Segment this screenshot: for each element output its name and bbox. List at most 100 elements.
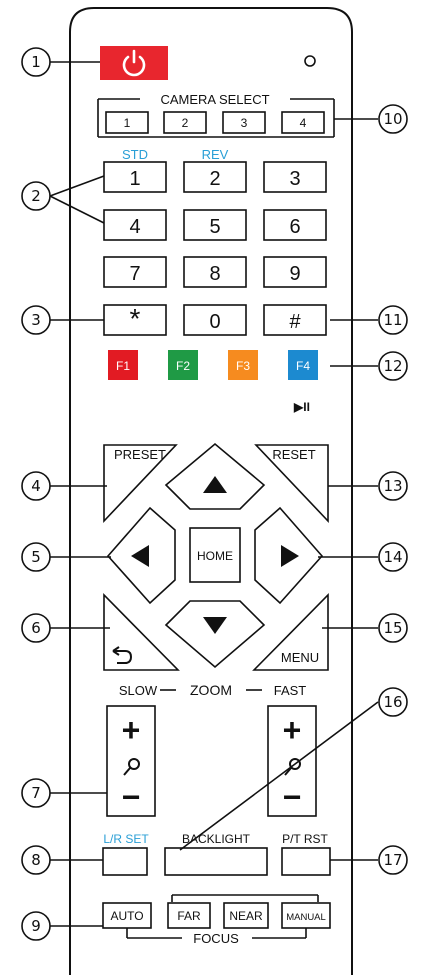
callout-leaders	[49, 61, 379, 927]
svg-text:RESET: RESET	[272, 447, 315, 462]
zoom-fast-rocker[interactable]: + −	[267, 705, 317, 817]
function-key-f3[interactable]: F3	[228, 350, 258, 380]
svg-text:0: 0	[209, 311, 220, 333]
down-button[interactable]	[164, 600, 266, 669]
number-key[interactable]: *	[103, 303, 167, 336]
svg-text:F4: F4	[296, 359, 310, 373]
backlight-label: BACKLIGHT	[182, 832, 251, 846]
power-button[interactable]	[100, 46, 168, 80]
svg-text:2: 2	[31, 187, 41, 205]
camera-select-4[interactable]: 4	[281, 111, 325, 134]
return-arrow-icon	[112, 646, 133, 664]
callout-10: 10	[378, 104, 408, 134]
callout-3: 3	[21, 305, 51, 335]
preset-button[interactable]: PRESET	[103, 444, 178, 524]
callout-1: 1	[21, 47, 51, 77]
camera-select-group: CAMERA SELECT	[97, 92, 335, 138]
number-key[interactable]: 4	[103, 209, 167, 241]
svg-text:F2: F2	[176, 359, 190, 373]
callout-2: 2	[21, 181, 51, 211]
pt-rst-label: P/T RST	[282, 832, 328, 846]
svg-text:5: 5	[209, 216, 220, 238]
svg-text:5: 5	[31, 548, 41, 566]
std-label: STD	[122, 147, 148, 162]
svg-text:4: 4	[31, 477, 41, 495]
svg-text:1: 1	[31, 53, 41, 71]
number-pad: 1 2 3 4 5 6 7 8 9 * 0 #	[103, 161, 327, 336]
rev-label: REV	[202, 147, 229, 162]
number-key[interactable]: #	[263, 304, 327, 336]
svg-text:17: 17	[383, 851, 402, 869]
zoom-slow-rocker[interactable]: + −	[106, 705, 156, 817]
reset-button[interactable]: RESET	[254, 444, 329, 524]
lr-set-label: L/R SET	[103, 832, 149, 846]
number-key[interactable]: 3	[263, 161, 327, 193]
focus-far-button[interactable]: FAR	[167, 902, 211, 929]
function-key-f4[interactable]: F4	[288, 350, 318, 380]
svg-text:PRESET: PRESET	[114, 447, 166, 462]
callout-14: 14	[378, 542, 408, 572]
svg-text:8: 8	[209, 263, 220, 285]
zoom-label: ZOOM	[190, 682, 232, 698]
number-key[interactable]: 6	[263, 209, 327, 241]
callout-12: 12	[378, 351, 408, 381]
svg-text:1: 1	[129, 168, 140, 190]
svg-text:7: 7	[31, 784, 41, 802]
backlight-button[interactable]	[164, 847, 268, 876]
svg-text:MANUAL: MANUAL	[286, 912, 326, 923]
svg-text:7: 7	[129, 263, 140, 285]
zoom-label-row: SLOW ZOOM FAST	[119, 682, 306, 698]
zoom-magnifier-icon-fast	[284, 758, 301, 776]
back-button[interactable]	[103, 593, 180, 671]
svg-text:F1: F1	[116, 359, 130, 373]
lr-set-button[interactable]	[102, 847, 148, 876]
function-key-f1[interactable]: F1	[108, 350, 138, 380]
svg-text:6: 6	[31, 619, 41, 637]
function-key-f2[interactable]: F2	[168, 350, 198, 380]
menu-button[interactable]: MENU	[252, 593, 329, 671]
number-key[interactable]: 5	[183, 209, 247, 241]
svg-text:14: 14	[383, 548, 402, 566]
zoom-plus-icon: +	[122, 712, 141, 748]
callout-6: 6	[21, 613, 51, 643]
camera-select-3[interactable]: 3	[222, 111, 266, 134]
focus-label: FOCUS	[193, 931, 239, 946]
svg-text:10: 10	[383, 110, 402, 128]
number-key[interactable]: 7	[103, 256, 167, 288]
focus-auto-button[interactable]: AUTO	[102, 902, 152, 929]
callout-17: 17	[378, 845, 408, 875]
number-key[interactable]: 0	[183, 304, 247, 336]
number-key[interactable]: 1	[103, 161, 167, 193]
svg-text:15: 15	[383, 619, 402, 637]
number-key[interactable]: 8	[183, 256, 247, 288]
zoom-slow-label: SLOW	[119, 683, 158, 698]
svg-text:4: 4	[129, 216, 140, 238]
zoom-fast-label: FAST	[274, 683, 307, 698]
camera-select-1[interactable]: 1	[105, 111, 149, 134]
focus-manual-button[interactable]: MANUAL	[281, 902, 331, 929]
svg-text:3: 3	[241, 116, 248, 130]
zoom-minus-icon-fast: −	[283, 779, 302, 815]
right-button[interactable]	[254, 506, 324, 605]
svg-text:NEAR: NEAR	[229, 909, 263, 923]
number-key[interactable]: 9	[263, 256, 327, 288]
callout-8: 8	[21, 845, 51, 875]
up-button[interactable]	[164, 442, 266, 510]
svg-text:*: *	[130, 303, 141, 334]
left-button[interactable]	[106, 506, 176, 605]
camera-select-2[interactable]: 2	[163, 111, 207, 134]
svg-text:2: 2	[209, 168, 220, 190]
callout-4: 4	[21, 471, 51, 501]
home-button[interactable]: HOME	[189, 527, 241, 583]
power-icon	[122, 49, 146, 77]
callout-16: 16	[378, 687, 408, 717]
focus-near-button[interactable]: NEAR	[223, 902, 269, 929]
svg-text:11: 11	[383, 311, 402, 329]
number-key[interactable]: 2	[183, 161, 247, 193]
svg-text:12: 12	[383, 357, 402, 375]
svg-text:1: 1	[124, 116, 131, 130]
down-arrow-icon	[203, 617, 227, 634]
pt-rst-button[interactable]	[281, 847, 331, 876]
